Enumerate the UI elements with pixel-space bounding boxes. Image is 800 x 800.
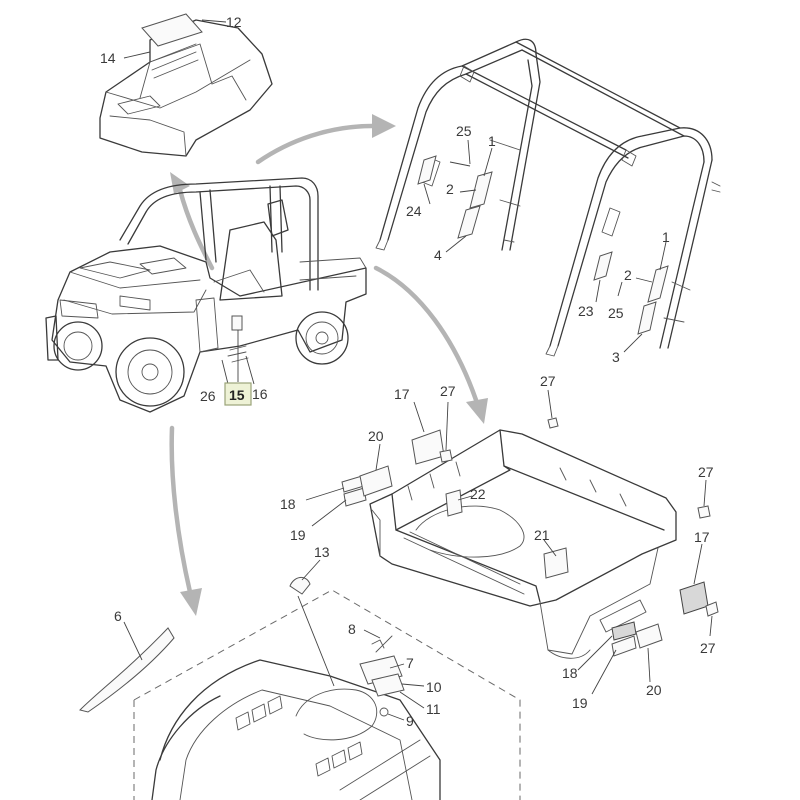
rollcage-drawing	[375, 38, 721, 357]
callout-8: 8	[348, 621, 356, 637]
highlighted-callout-15[interactable]: 15	[224, 382, 252, 406]
callout-23: 23	[578, 303, 594, 319]
arrow-head-front	[180, 588, 202, 616]
callout-16: 16	[252, 386, 268, 402]
callout-labels: 12 14 25 1 2 24 4 1 2 23 25 3 26 16 17 2…	[100, 14, 716, 729]
vehicle-drawing	[45, 177, 367, 413]
callout-1-right: 1	[662, 229, 670, 245]
callout-25-right: 25	[608, 305, 624, 321]
arrow-head-hood	[170, 172, 190, 194]
callout-27-top: 27	[540, 373, 556, 389]
cargo-bed-drawing	[305, 389, 719, 695]
callout-27-side: 27	[698, 464, 714, 480]
arrow-head-bed	[466, 398, 488, 424]
callout-24: 24	[406, 203, 422, 219]
arrow-to-rollcage	[255, 123, 375, 165]
callout-21: 21	[534, 527, 550, 543]
callout-2-right: 2	[624, 267, 632, 283]
callout-17-side: 17	[694, 529, 710, 545]
callout-18-bottom: 18	[562, 665, 578, 681]
callout-6: 6	[114, 608, 122, 624]
callout-12: 12	[226, 14, 242, 30]
callout-27-bottom: 27	[700, 640, 716, 656]
callout-19-bottom: 19	[572, 695, 588, 711]
callout-19: 19	[290, 527, 306, 543]
callout-18: 18	[280, 496, 296, 512]
callout-10: 10	[426, 679, 442, 695]
arrow-to-front	[169, 425, 193, 595]
callout-11: 11	[426, 701, 441, 717]
arrow-to-bed	[373, 265, 479, 403]
arrow-to-hood	[177, 187, 215, 271]
highlight-label: 15	[229, 387, 245, 403]
callout-27: 27	[440, 383, 456, 399]
seat-cover-drawing	[99, 13, 273, 157]
callout-20: 20	[368, 428, 384, 444]
callout-14: 14	[100, 50, 116, 66]
callout-9: 9	[406, 713, 414, 729]
callout-17: 17	[394, 386, 410, 402]
callout-1: 1	[488, 133, 496, 149]
callout-22: 22	[470, 486, 486, 502]
direction-arrows	[169, 114, 488, 616]
callout-26: 26	[200, 388, 216, 404]
callout-2: 2	[446, 181, 454, 197]
callout-7: 7	[406, 655, 414, 671]
callout-4: 4	[434, 247, 442, 263]
front-hood-drawing	[79, 559, 521, 800]
callout-13: 13	[314, 544, 330, 560]
callout-20-bottom: 20	[646, 682, 662, 698]
callout-3: 3	[612, 349, 620, 365]
arrow-head-rollcage	[372, 114, 396, 138]
highlight-box	[224, 382, 252, 406]
callout-25: 25	[456, 123, 472, 139]
